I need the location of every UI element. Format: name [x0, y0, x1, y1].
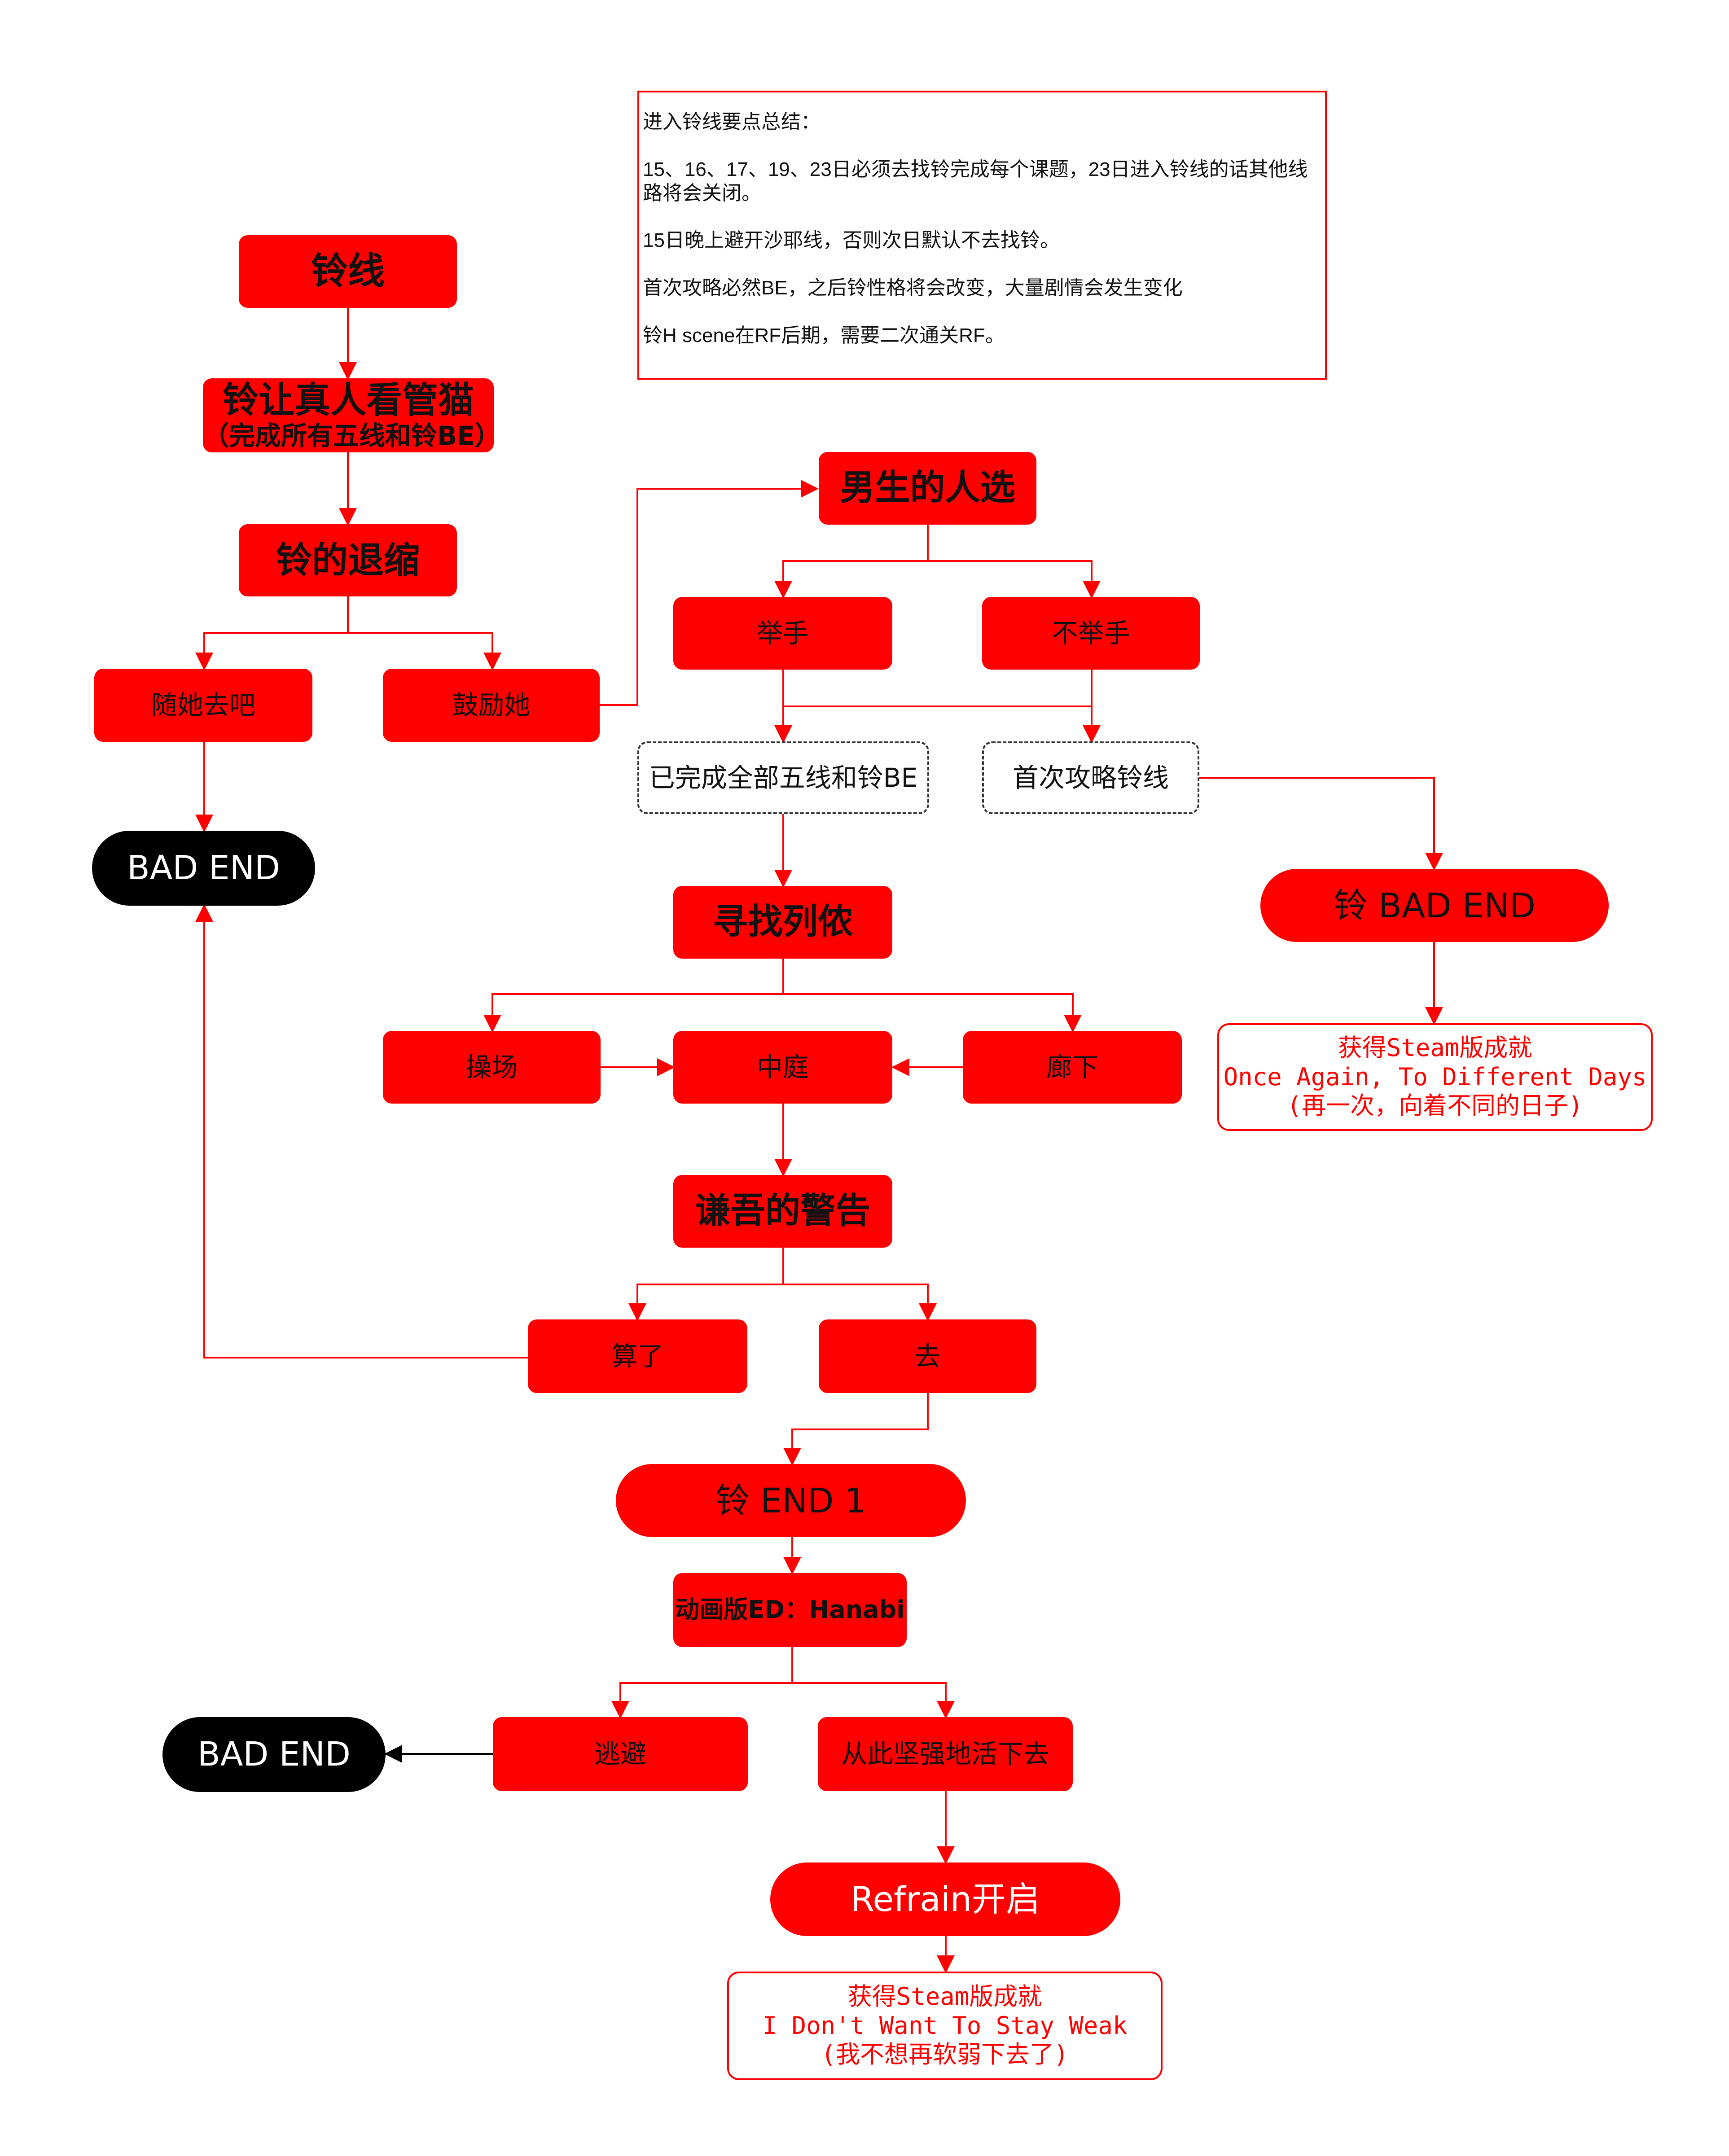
note-line: 首次攻略必然BE，之后铃性格将会改变，大量剧情会发生变化: [643, 277, 1183, 299]
node-forget-it: 算了: [528, 1319, 747, 1393]
node-rin-route: 铃线: [239, 235, 457, 308]
node-rin-withdraw: 铃的退缩: [239, 524, 457, 596]
node-rin-manga-title: 铃让真人看管猫: [223, 379, 474, 421]
achievement-line: 获得Steam版成就: [1338, 1033, 1532, 1062]
node-completed-all: 已完成全部五线和铃BE: [637, 741, 929, 814]
node-first-play: 首次攻略铃线: [982, 741, 1199, 814]
edge-forget-to-badend: [195, 904, 528, 1358]
node-go: 去: [819, 1319, 1036, 1393]
edge-withdraw-to-encourage: [348, 632, 501, 670]
edge-go-to-rinend: [783, 1393, 929, 1466]
node-find-rei: 寻找列侬: [673, 886, 892, 959]
achievement-line: 获得Steam版成就: [847, 1982, 1042, 2011]
node-playground: 操场: [383, 1031, 601, 1104]
node-refrain-open: Refrain开启: [770, 1862, 1120, 1936]
edge-withdraw-to-letgo: [195, 596, 349, 670]
note-line: 进入铃线要点总结：: [643, 111, 821, 133]
edge-kengo-to-forget: [628, 1248, 784, 1321]
node-bad-end-2: BAD END: [162, 1717, 386, 1792]
achievement-line: Once Again, To Different Days: [1223, 1062, 1647, 1091]
edge-find-to-corridor: [783, 993, 1082, 1033]
node-encourage: 鼓励她: [383, 669, 600, 742]
achievement-line: (再一次，向着不同的日子): [1287, 1091, 1583, 1120]
node-rin-manga: 铃让真人看管猫 （完成所有五线和铃BE）: [203, 378, 501, 452]
edge-encourage-to-boychoice: [600, 480, 819, 706]
node-raise-hand: 举手: [673, 597, 892, 670]
node-anime-ed: 动画版ED：Hanabi: [673, 1573, 907, 1647]
note-line: 铃H scene在RF后期，需要二次通关RF。: [643, 324, 1005, 346]
note-line: 15日晚上避开沙耶线，否则次日默认不去找铃。: [643, 229, 1060, 252]
achievement-line: I Don't Want To Stay Weak: [762, 2011, 1128, 2040]
node-no-raise: 不举手: [982, 597, 1200, 670]
route-notes-box: 进入铃线要点总结： 15、16、17、19、23日必须去找铃完成每个课题，23日…: [637, 91, 1327, 380]
node-kengo-warning: 谦吾的警告: [673, 1175, 892, 1248]
node-live-strong: 从此坚强地活下去: [818, 1717, 1073, 1791]
edge-anime-to-escape: [611, 1647, 793, 1719]
node-rin-end-1: 铃 END 1: [616, 1464, 966, 1537]
node-corridor: 廊下: [963, 1031, 1182, 1104]
node-courtyard: 中庭: [673, 1031, 892, 1104]
edge-boychoice-to-noraise: [928, 560, 1101, 599]
node-rin-bad-end: 铃 BAD END: [1260, 869, 1609, 942]
note-line: 15、16、17、19、23日必须去找铃完成每个课题，23日进入铃线的话其他线路…: [643, 158, 1308, 204]
node-bad-end-1: BAD END: [92, 831, 315, 906]
edge-kengo-to-go: [783, 1284, 937, 1321]
node-let-her-go: 随她去吧: [94, 669, 312, 742]
edge-find-to-playground: [483, 959, 784, 1033]
achievement-once-again: 获得Steam版成就 Once Again, To Different Days…: [1217, 1023, 1653, 1131]
edge-anime-to-live: [792, 1682, 955, 1719]
edge-boychoice-to-raise: [774, 525, 929, 599]
node-boy-choice: 男生的人选: [819, 452, 1036, 525]
edge-first-to-rinbad: [1199, 777, 1443, 871]
node-escape: 逃避: [493, 1717, 748, 1791]
node-rin-manga-sub: （完成所有五线和铃BE）: [203, 421, 501, 451]
achievement-stay-weak: 获得Steam版成就 I Don't Want To Stay Weak (我不…: [727, 1972, 1163, 2080]
achievement-line: (我不想再软弱下去了): [821, 2040, 1069, 2069]
